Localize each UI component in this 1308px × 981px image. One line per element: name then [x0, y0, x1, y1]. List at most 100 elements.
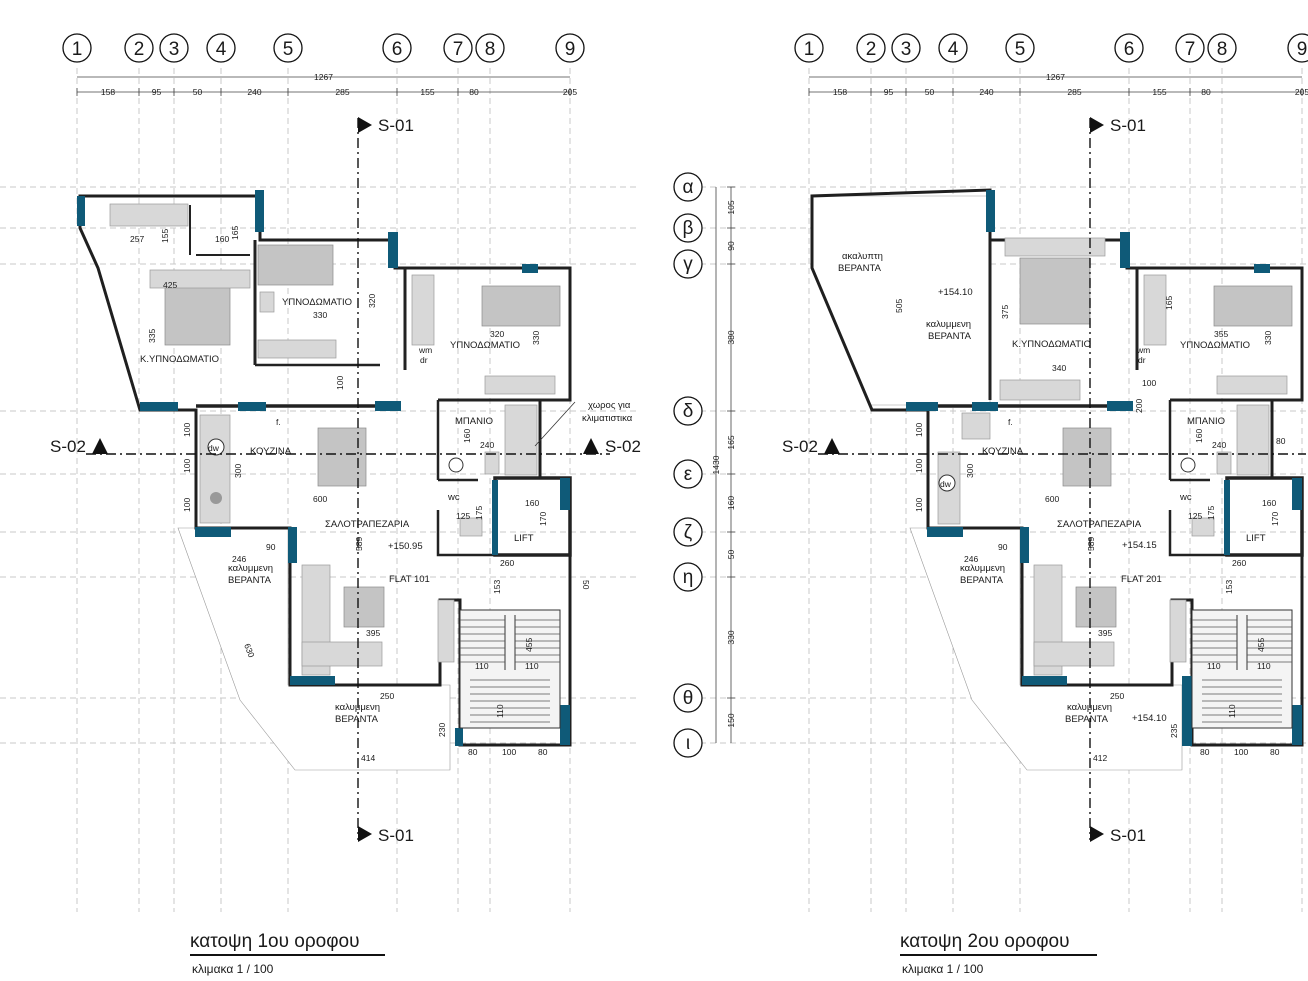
double-bed-icon [1019, 257, 1091, 325]
dimension-segment: 205 [563, 87, 577, 97]
svg-text:250: 250 [380, 691, 394, 701]
bed-icon [481, 285, 561, 327]
dishwasher-icon [207, 438, 225, 456]
room-label-bathroom: ΜΠΑΝΙΟ [455, 416, 493, 427]
grid-bubble-label: 6 [1124, 39, 1135, 60]
svg-text:90: 90 [998, 542, 1008, 552]
flat-label: FLAT 201 [1121, 574, 1162, 585]
veranda-label: ΒΕΡΑΝΤΑ [1065, 714, 1109, 725]
svg-text:395: 395 [1098, 628, 1112, 638]
grid-bubble-label: 2 [134, 39, 145, 60]
svg-text:260: 260 [500, 558, 514, 568]
svg-text:340: 340 [1052, 363, 1066, 373]
svg-text:425: 425 [163, 280, 177, 290]
room-label-master-bedroom: Κ.ΥΠΝΟΔΩΜΑΤΙΟ [1012, 339, 1091, 350]
svg-text:330: 330 [531, 331, 541, 345]
dimension-segment: 80 [469, 87, 479, 97]
grid-bubble [382, 33, 412, 63]
row-bubble [673, 562, 703, 592]
svg-text:257: 257 [130, 234, 144, 244]
covered-label: καλυμμενη [926, 319, 971, 330]
dr-label: dr [420, 355, 428, 365]
room-label-lift: LIFT [514, 533, 534, 544]
furniture-left [109, 203, 561, 676]
svg-text:100: 100 [914, 459, 924, 473]
svg-text:50: 50 [581, 580, 591, 590]
room-label-wc: wc [447, 492, 460, 503]
svg-text:160: 160 [215, 234, 229, 244]
svg-text:100: 100 [502, 747, 516, 757]
dimension-segment: 155 [420, 87, 434, 97]
svg-text:160: 160 [1262, 498, 1276, 508]
section-label: S-01 [1110, 826, 1146, 845]
plan-title: κατοψη 1ου οροφου [190, 931, 359, 952]
grid-bubble [124, 33, 154, 63]
svg-text:110: 110 [1207, 661, 1221, 671]
covered-label: καλυμμενη [228, 563, 273, 574]
svg-text:589: 589 [354, 537, 364, 551]
grid-bubble-label: 2 [866, 39, 877, 60]
svg-text:80: 80 [1270, 747, 1280, 757]
svg-text:505: 505 [894, 299, 904, 313]
ac-space-label: κλιματιστικα [582, 413, 633, 424]
svg-text:80: 80 [468, 747, 478, 757]
row-bubble [673, 459, 703, 489]
covered-label: καλυμμενη [960, 563, 1005, 574]
veranda-label: ΒΕΡΑΝΤΑ [228, 575, 272, 586]
section-arrow-icon [1090, 117, 1104, 133]
section-arrow-icon [358, 117, 372, 133]
room-label-wc: wc [1179, 492, 1192, 503]
grid-bubble-label: 3 [169, 39, 180, 60]
grid-bubble [443, 33, 473, 63]
svg-text:235: 235 [1169, 724, 1179, 738]
wm-label: wm [418, 345, 432, 355]
grid-bubble [273, 33, 303, 63]
grid-bubble [1114, 33, 1144, 63]
row-bubble-label: δ [683, 401, 694, 422]
dimension-segment: 150 [726, 713, 736, 727]
row-bubble-label: β [683, 218, 694, 239]
section-label: S-02 [782, 437, 818, 456]
svg-text:165: 165 [230, 226, 240, 240]
svg-text:100: 100 [914, 498, 924, 512]
svg-text:170: 170 [1270, 512, 1280, 526]
svg-text:300: 300 [965, 464, 975, 478]
svg-text:155: 155 [160, 229, 170, 243]
plan-scale: κλιμακα 1 / 100 [902, 962, 984, 976]
svg-text:330: 330 [1263, 331, 1273, 345]
grid-bubble [1005, 33, 1035, 63]
furniture-right [937, 237, 1293, 676]
room-label-bathroom: ΜΠΑΝΙΟ [1187, 416, 1225, 427]
grid-bubble [475, 33, 505, 63]
svg-text:80: 80 [1276, 436, 1286, 446]
washbasin-icon [448, 457, 464, 473]
grid-bubble-label: 8 [485, 39, 496, 60]
room-label-lift: LIFT [1246, 533, 1266, 544]
svg-text:600: 600 [1045, 494, 1059, 504]
dimension-segment: 158 [833, 87, 847, 97]
grid-bubble [1207, 33, 1237, 63]
section-label: S-02 [50, 437, 86, 456]
plan-1st-floor: Κ.ΥΠΝΟΔΩΜΑΤΙΟ ΥΠΝΟΔΩΜΑΤΙΟ ΥΠΝΟΔΩΜΑΤΙΟ ΜΠ… [50, 116, 641, 976]
row-bubble-label: θ [683, 688, 694, 709]
dimension-segment: 205 [1295, 87, 1308, 97]
ac-space-label: χωρος για [588, 400, 631, 411]
svg-text:110: 110 [495, 704, 505, 718]
row-bubble-label: ι [686, 733, 690, 754]
dimension-total: 1430 [711, 455, 721, 474]
plan-scale: κλιμακα 1 / 100 [192, 962, 274, 976]
grid-bubble [856, 33, 886, 63]
grid-bubble [62, 33, 92, 63]
svg-text:250: 250 [1110, 691, 1124, 701]
svg-text:160: 160 [525, 498, 539, 508]
level-mark: +150.95 [388, 541, 423, 552]
grid-bubble-label: 4 [948, 39, 959, 60]
room-label-kitchen: ΚΟΥΖΙΝΑ [250, 446, 292, 457]
svg-text:153: 153 [492, 580, 502, 594]
row-bubble [673, 172, 703, 202]
section-arrow-icon [824, 438, 840, 454]
level-mark: +154.15 [1122, 540, 1157, 551]
room-label-master-bedroom: Κ.ΥΠΝΟΔΩΜΑΤΙΟ [140, 354, 219, 365]
dimension-segment: 95 [152, 87, 162, 97]
